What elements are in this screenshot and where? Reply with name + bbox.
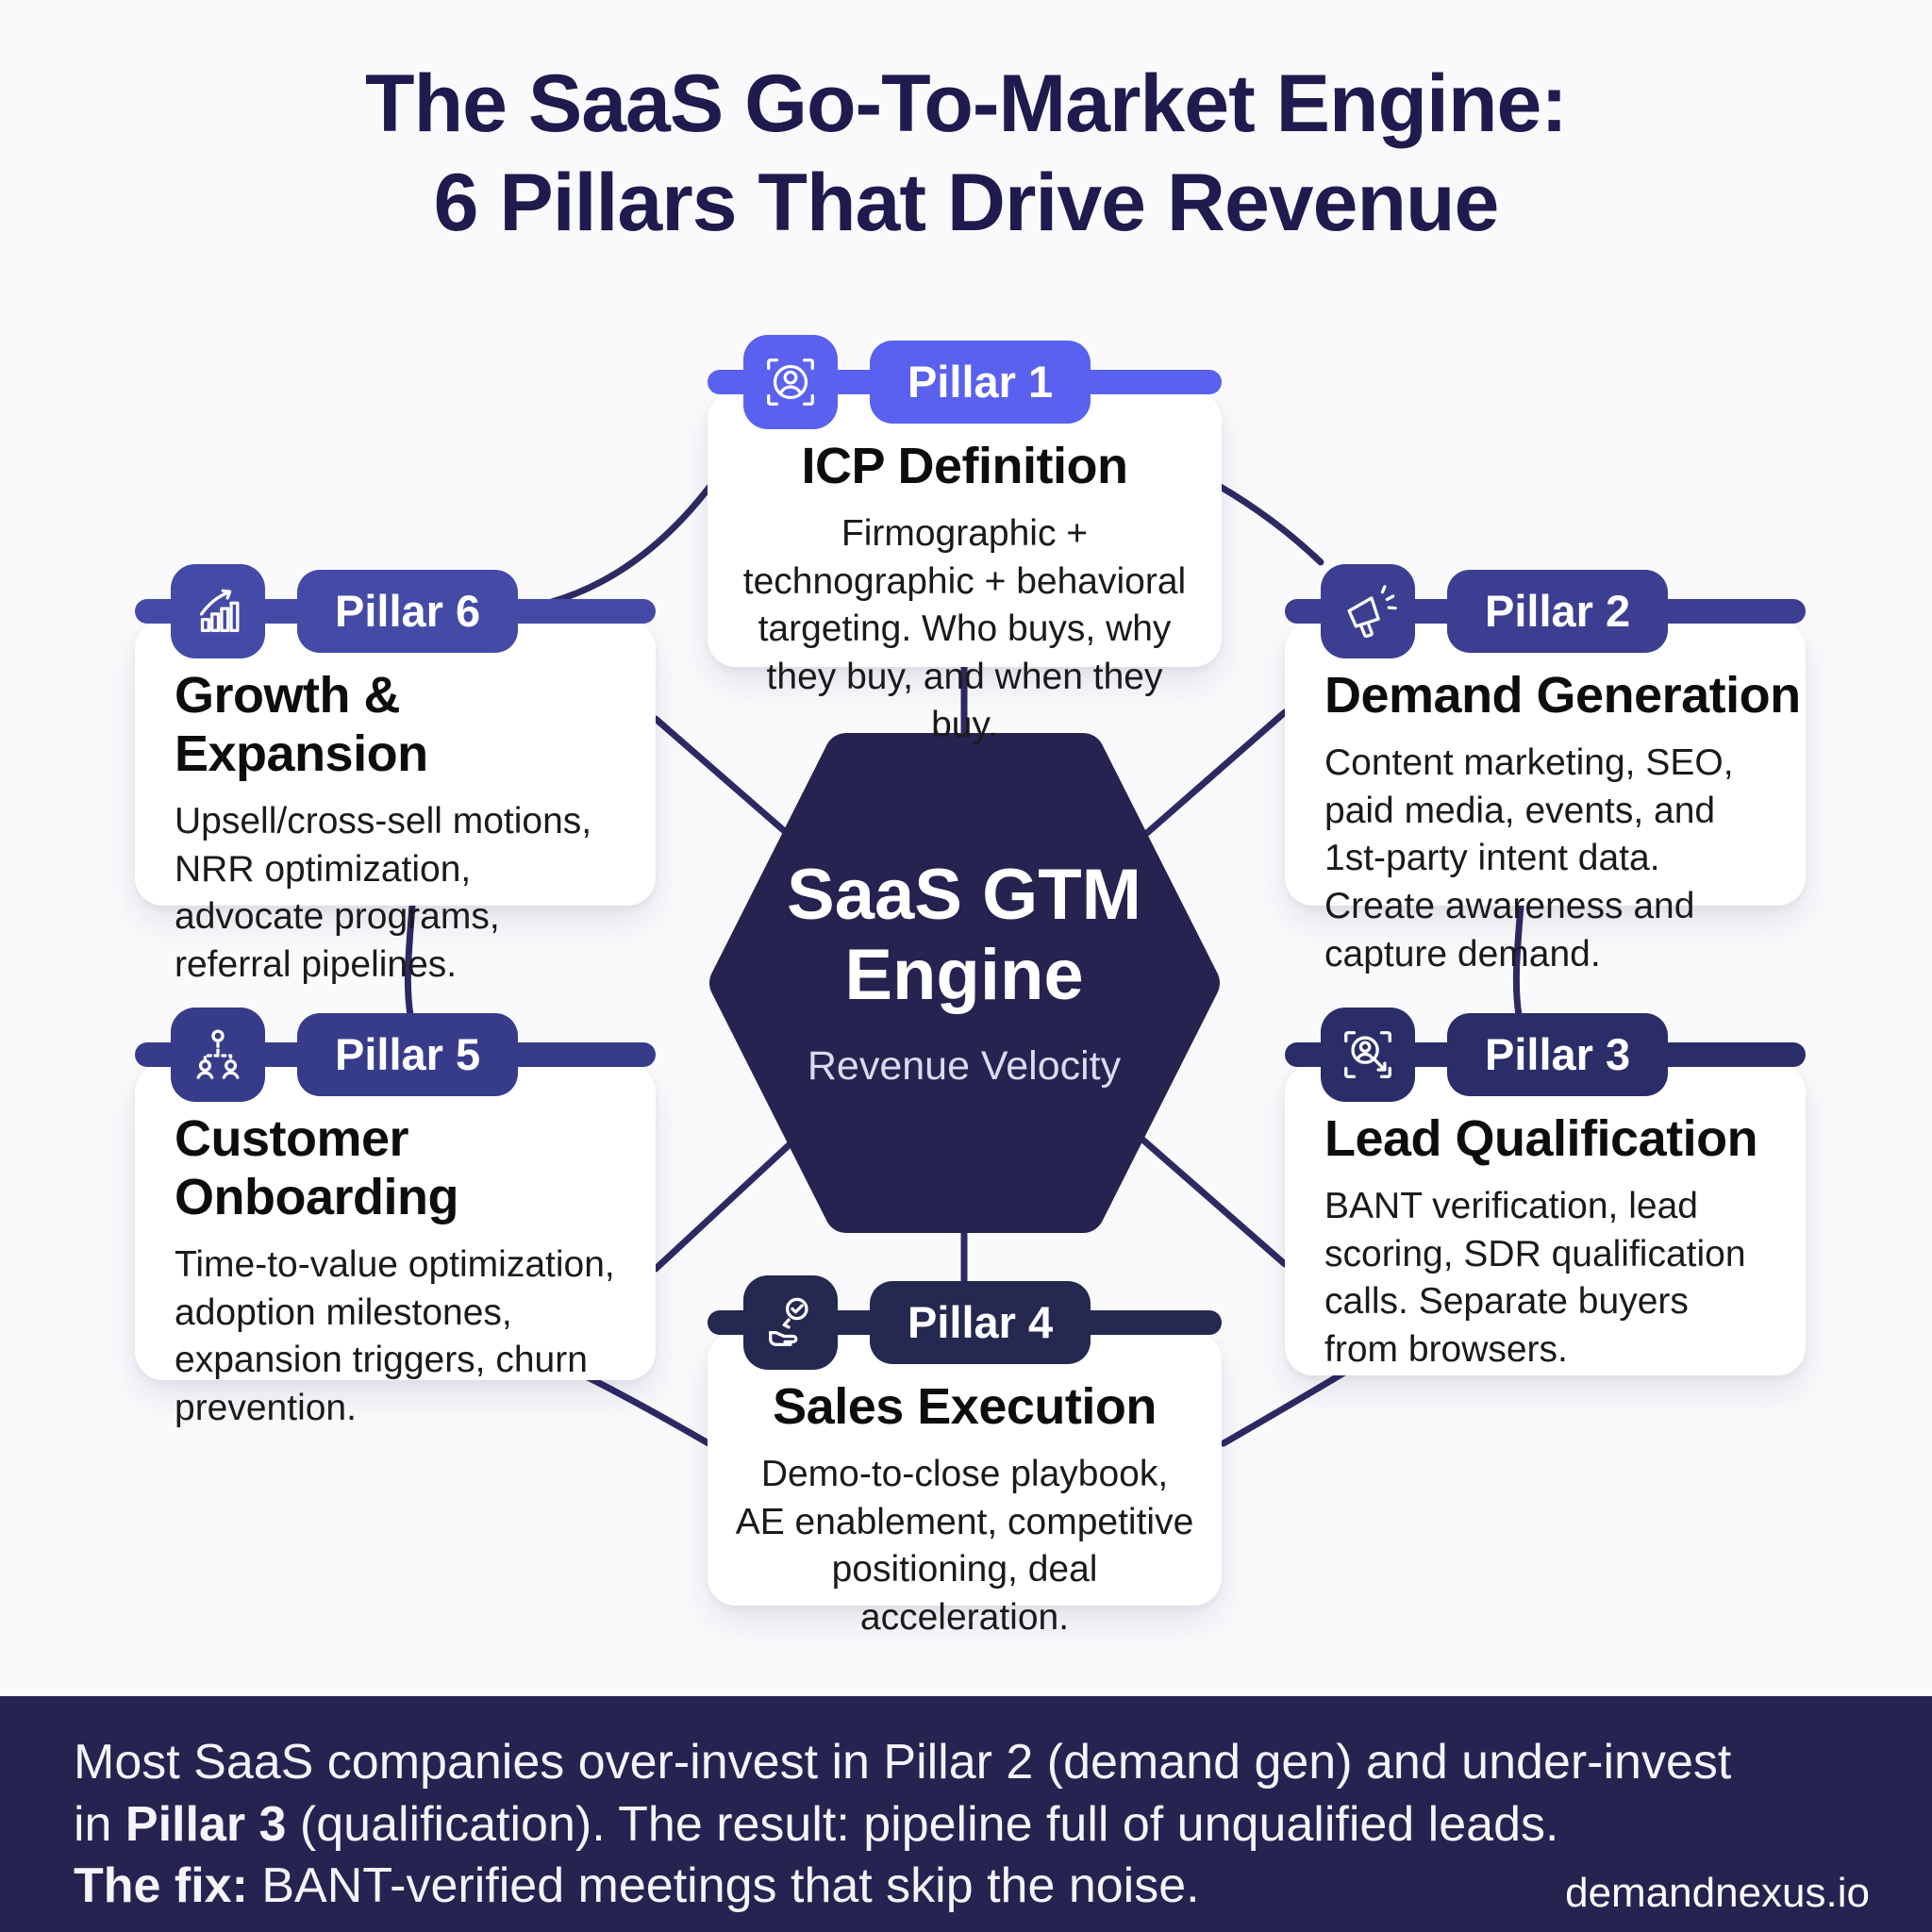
footer-line-1: Most SaaS companies over-invest in Pilla… <box>74 1735 1732 1790</box>
gtm-engine-label: SaaS GTM Engine Revenue Velocity <box>728 855 1200 1090</box>
footer-banner: Most SaaS companies over-invest in Pilla… <box>0 1696 1932 1932</box>
ring-p6-p1 <box>548 482 714 606</box>
pillar-3-description: BANT verification, lead scoring, SDR qua… <box>1324 1186 1746 1371</box>
pillar-2-badge: Pillar 2 <box>1447 570 1669 653</box>
footer-line-3-post: BANT-verified meetings that skip the noi… <box>247 1858 1200 1914</box>
ring-p5-p4 <box>584 1374 712 1447</box>
hex-title-line-1: SaaS GTM <box>787 855 1141 935</box>
hex-subtitle: Revenue Velocity <box>807 1043 1122 1090</box>
footer-the-fix-bold: The fix: <box>74 1858 248 1914</box>
ring-p1-p2 <box>1215 482 1324 566</box>
pillar-6-badge: Pillar 6 <box>297 570 519 653</box>
lead-search-user-icon <box>1321 1008 1415 1102</box>
megaphone-icon <box>1321 564 1415 658</box>
pillar-2-title: Demand Generation <box>1324 667 1801 724</box>
pillar-2-card: Pillar 2 Demand Generation Content marke… <box>1285 564 1806 974</box>
growth-chart-icon <box>171 564 265 658</box>
footer-line-2-post: (qualification). The result: pipeline fu… <box>286 1796 1559 1852</box>
org-chart-people-icon <box>171 1008 265 1102</box>
ring-p3-p4 <box>1220 1369 1348 1447</box>
brand-watermark: demandnexus.io <box>1565 1870 1870 1916</box>
pillar-1-description: Firmographic + technographic + behaviora… <box>742 513 1187 745</box>
pillar-3-badge: Pillar 3 <box>1447 1013 1669 1096</box>
footer-insight-text: Most SaaS companies over-invest in Pilla… <box>74 1732 1847 1918</box>
pillar-1-card: Pillar 1 ICP Definition Firmographic + t… <box>708 335 1222 745</box>
hand-check-icon <box>743 1275 838 1370</box>
pillar-3-card: Pillar 3 Lead Qualification BANT verific… <box>1285 1008 1806 1375</box>
title-line-1: The SaaS Go-To-Market Engine: <box>365 58 1568 149</box>
pillar-2-description: Content marketing, SEO, paid media, even… <box>1324 742 1734 974</box>
pillar-6-description: Upsell/cross-sell motions, NRR optimizat… <box>175 801 592 986</box>
pillar-4-description: Demo-to-close playbook, AE enablement, c… <box>735 1454 1194 1639</box>
pillar-3-title: Lead Qualification <box>1324 1110 1758 1167</box>
pillar-5-title: Customer Onboarding <box>175 1110 458 1225</box>
ring-p2-p3 <box>1512 902 1524 1019</box>
icp-target-user-icon <box>743 335 838 429</box>
hex-title-line-2: Engine <box>844 935 1084 1016</box>
pillar-4-card: Pillar 4 Sales Execution Demo-to-close p… <box>708 1275 1222 1638</box>
pillar-5-description: Time-to-value optimization, adoption mil… <box>175 1244 615 1429</box>
pillar-1-title: ICP Definition <box>801 438 1128 494</box>
pillar-5-card: Pillar 5 Customer Onboarding Time-to-val… <box>135 1008 656 1428</box>
infographic-title: The SaaS Go-To-Market Engine: 6 Pillars … <box>0 55 1932 253</box>
pillar-4-title: Sales Execution <box>773 1378 1157 1435</box>
pillar-6-card: Pillar 6 Growth & Expansion Upsell/cross… <box>135 564 656 985</box>
title-line-2: 6 Pillars That Drive Revenue <box>433 157 1500 248</box>
pillar-5-badge: Pillar 5 <box>297 1013 519 1096</box>
footer-pillar-3-bold: Pillar 3 <box>125 1796 287 1852</box>
pillar-1-badge: Pillar 1 <box>870 341 1091 424</box>
gtm-engine-hexagon <box>709 733 1220 1233</box>
pillar-6-title: Growth & Expansion <box>175 667 428 782</box>
footer-line-2-pre: in <box>74 1796 125 1852</box>
pillar-4-badge: Pillar 4 <box>870 1281 1091 1364</box>
ring-p6-p5 <box>404 902 416 1019</box>
